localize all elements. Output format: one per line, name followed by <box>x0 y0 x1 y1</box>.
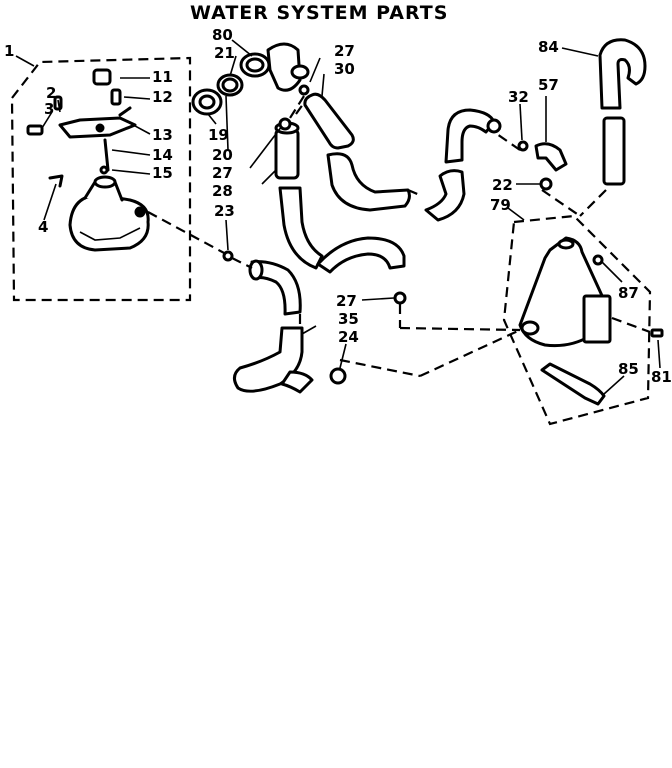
tub-housing-box <box>502 214 652 426</box>
pump-assembly-box <box>10 56 192 302</box>
elbow-57 <box>517 140 568 191</box>
callout-80: 80 <box>212 26 233 44</box>
callout-57: 57 <box>538 76 559 94</box>
callout-14: 14 <box>152 146 173 164</box>
pump-small-parts <box>26 68 137 188</box>
callout-27-center: 27 <box>336 292 357 310</box>
callout-23: 23 <box>214 202 235 220</box>
tub-housing <box>222 236 664 406</box>
callout-19: 19 <box>208 126 229 144</box>
callout-2: 2 <box>46 84 56 102</box>
fitting-cluster <box>191 42 310 116</box>
callout-4: 4 <box>38 218 48 236</box>
callout-13: 13 <box>152 126 173 144</box>
callout-28: 28 <box>212 182 233 200</box>
hose-right-s <box>424 108 502 222</box>
hose-84 <box>598 38 647 186</box>
pump-body <box>68 175 150 252</box>
hose-center-s <box>316 236 406 274</box>
callout-85: 85 <box>618 360 639 378</box>
callout-87: 87 <box>618 284 639 302</box>
callout-12: 12 <box>152 88 173 106</box>
callout-27-left: 27 <box>212 164 233 182</box>
callout-27-top: 27 <box>334 42 355 60</box>
callout-79: 79 <box>490 196 511 214</box>
hose-30 <box>303 92 411 212</box>
callout-30: 30 <box>334 60 355 78</box>
callout-32: 32 <box>508 88 529 106</box>
callout-11: 11 <box>152 68 173 86</box>
diagram-title: WATER SYSTEM PARTS <box>190 2 448 24</box>
hose-28 <box>274 117 324 270</box>
callout-22: 22 <box>492 176 513 194</box>
connector-lines <box>147 95 651 378</box>
callout-3: 3 <box>44 100 54 118</box>
callout-81: 81 <box>651 368 672 386</box>
callout-1: 1 <box>4 42 14 60</box>
callout-21: 21 <box>214 44 235 62</box>
callout-labels: 1 2 3 4 11 12 13 14 15 19 20 21 22 23 24… <box>4 26 672 386</box>
callout-20: 20 <box>212 146 233 164</box>
leader-lines <box>15 39 661 395</box>
callout-15: 15 <box>152 164 173 182</box>
hose-drain-35 <box>233 259 347 394</box>
callout-24: 24 <box>338 328 359 346</box>
callout-35: 35 <box>338 310 359 328</box>
callout-84: 84 <box>538 38 559 56</box>
